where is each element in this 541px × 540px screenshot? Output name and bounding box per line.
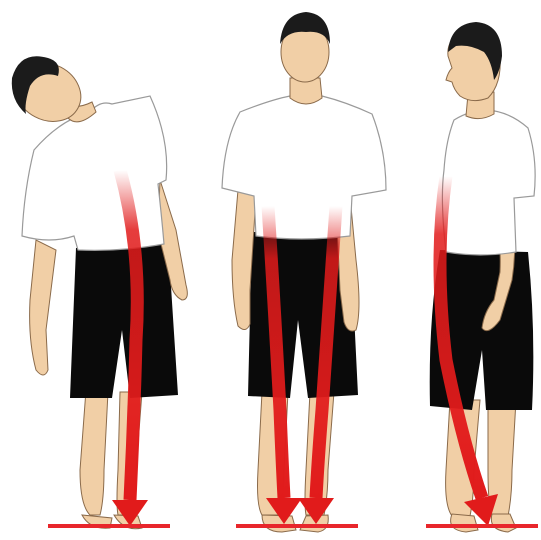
figure-profile-head <box>446 22 502 101</box>
figure-profile <box>430 22 535 532</box>
figure-upright-head <box>280 12 330 82</box>
figure-profile-shirt <box>442 110 535 255</box>
figure-leaning-shorts <box>70 240 178 398</box>
figure-upright <box>222 12 386 532</box>
figure-leaning-left-arm <box>30 240 56 375</box>
figure-leaning <box>5 51 187 528</box>
ground-line-3 <box>426 524 538 528</box>
ground-lines <box>48 524 538 528</box>
ground-line-2 <box>236 524 358 528</box>
ground-line-1 <box>48 524 170 528</box>
